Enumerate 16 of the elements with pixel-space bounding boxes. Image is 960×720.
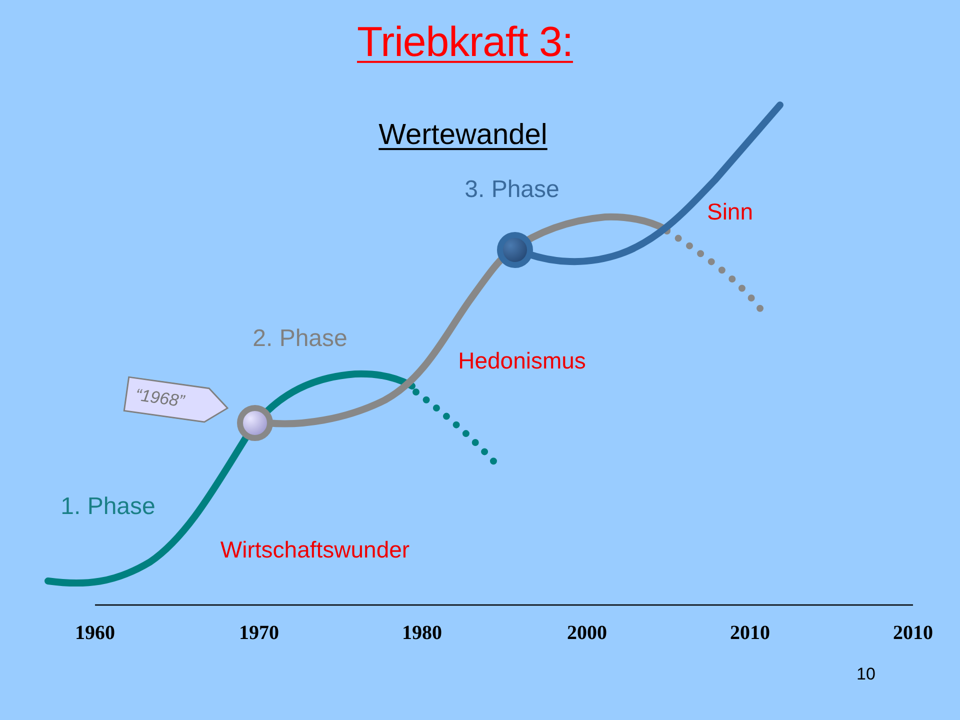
axis-year-label: 2010 <box>730 622 770 644</box>
axis-year-label: 2000 <box>567 622 607 644</box>
axis-year-label: 1980 <box>402 622 442 644</box>
subtitle: Wertewandel <box>378 120 548 152</box>
phase-label: 1. Phase <box>60 494 156 520</box>
phase-label: 3. Phase <box>464 176 560 204</box>
axis-year-label: 2010 <box>893 622 933 644</box>
axis-year-label: 1960 <box>75 622 115 644</box>
phase-theme-label: Sinn <box>706 199 754 225</box>
axis-year-label: 1970 <box>239 622 279 644</box>
phase-theme-label: Wirtschaftswunder <box>220 537 410 563</box>
phase-label: 2. Phase <box>252 326 348 352</box>
phase-theme-label: Hedonismus <box>458 348 586 374</box>
page-number: 10 <box>856 666 876 684</box>
slide-title: Triebkraft 3: <box>357 18 573 66</box>
year-tag-label: “1968” <box>134 385 186 412</box>
